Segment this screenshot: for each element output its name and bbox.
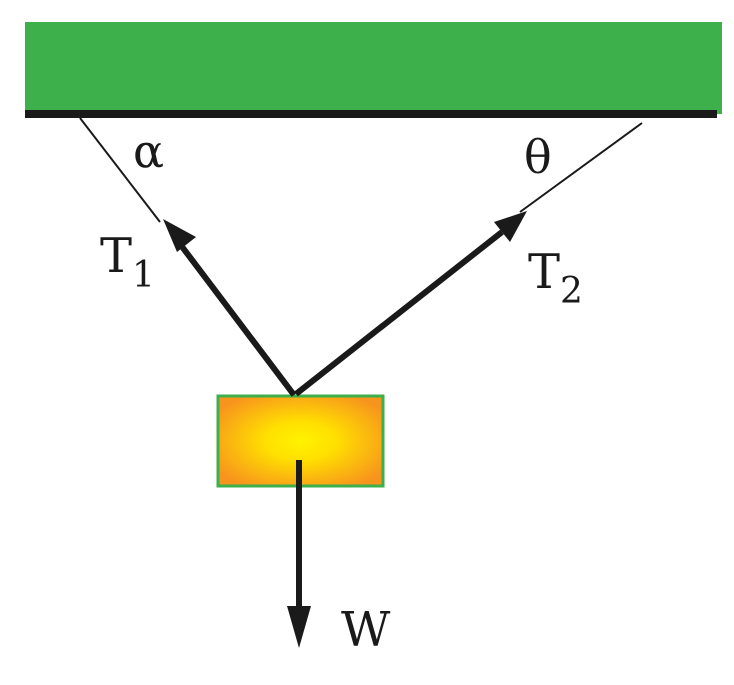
t2-arrowhead xyxy=(494,211,527,242)
rope-left xyxy=(79,117,161,223)
t1-vector-shaft xyxy=(177,242,297,397)
weight-label: W xyxy=(341,602,391,658)
angle-theta-label: θ xyxy=(524,130,552,184)
t1-arrowhead xyxy=(163,219,196,252)
ceiling xyxy=(25,22,722,114)
weight-arrowhead xyxy=(287,606,311,648)
tension-t1-symbol: T xyxy=(100,228,132,284)
t2-vector-shaft xyxy=(294,229,504,397)
tension-t2-symbol: T xyxy=(528,244,560,300)
tension-t2-subscript: 2 xyxy=(560,271,583,312)
ceiling-edge xyxy=(25,110,717,118)
tension-t1-subscript: 1 xyxy=(132,255,155,296)
angle-alpha-label: α xyxy=(133,124,164,178)
rope-right xyxy=(519,122,643,213)
tension-t1-label: T1 xyxy=(100,228,155,296)
tension-t2-label: T2 xyxy=(528,244,583,312)
